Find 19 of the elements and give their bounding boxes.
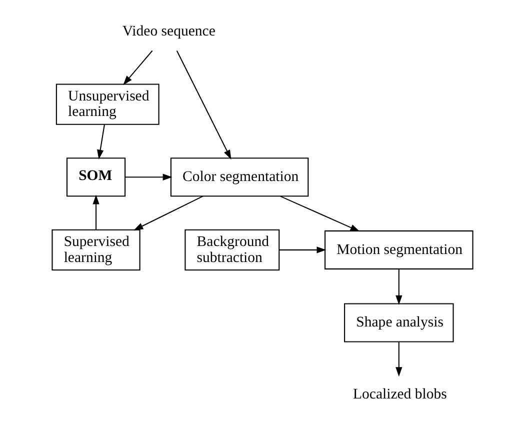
node-box: Color segmentation bbox=[170, 158, 309, 197]
arrow bbox=[123, 50, 153, 86]
arrow bbox=[280, 196, 360, 232]
arrow bbox=[134, 196, 204, 230]
node-box: Unsupervised learning bbox=[56, 84, 160, 125]
node-box: Supervised learning bbox=[52, 229, 140, 271]
node-box: Shape analysis bbox=[344, 303, 454, 342]
arrow bbox=[176, 50, 232, 160]
node-text: Video sequence bbox=[122, 23, 216, 40]
arrow bbox=[97, 124, 105, 160]
arrow bbox=[396, 269, 402, 305]
node-box: Background subtraction bbox=[184, 229, 280, 271]
arrow bbox=[279, 246, 326, 254]
arrow bbox=[92, 194, 100, 230]
arrow bbox=[125, 174, 172, 180]
node-box: SOM bbox=[66, 158, 126, 197]
arrow bbox=[396, 342, 402, 377]
node-box: Motion segmentation bbox=[324, 230, 474, 270]
node-text: Localized blobs bbox=[352, 386, 447, 402]
